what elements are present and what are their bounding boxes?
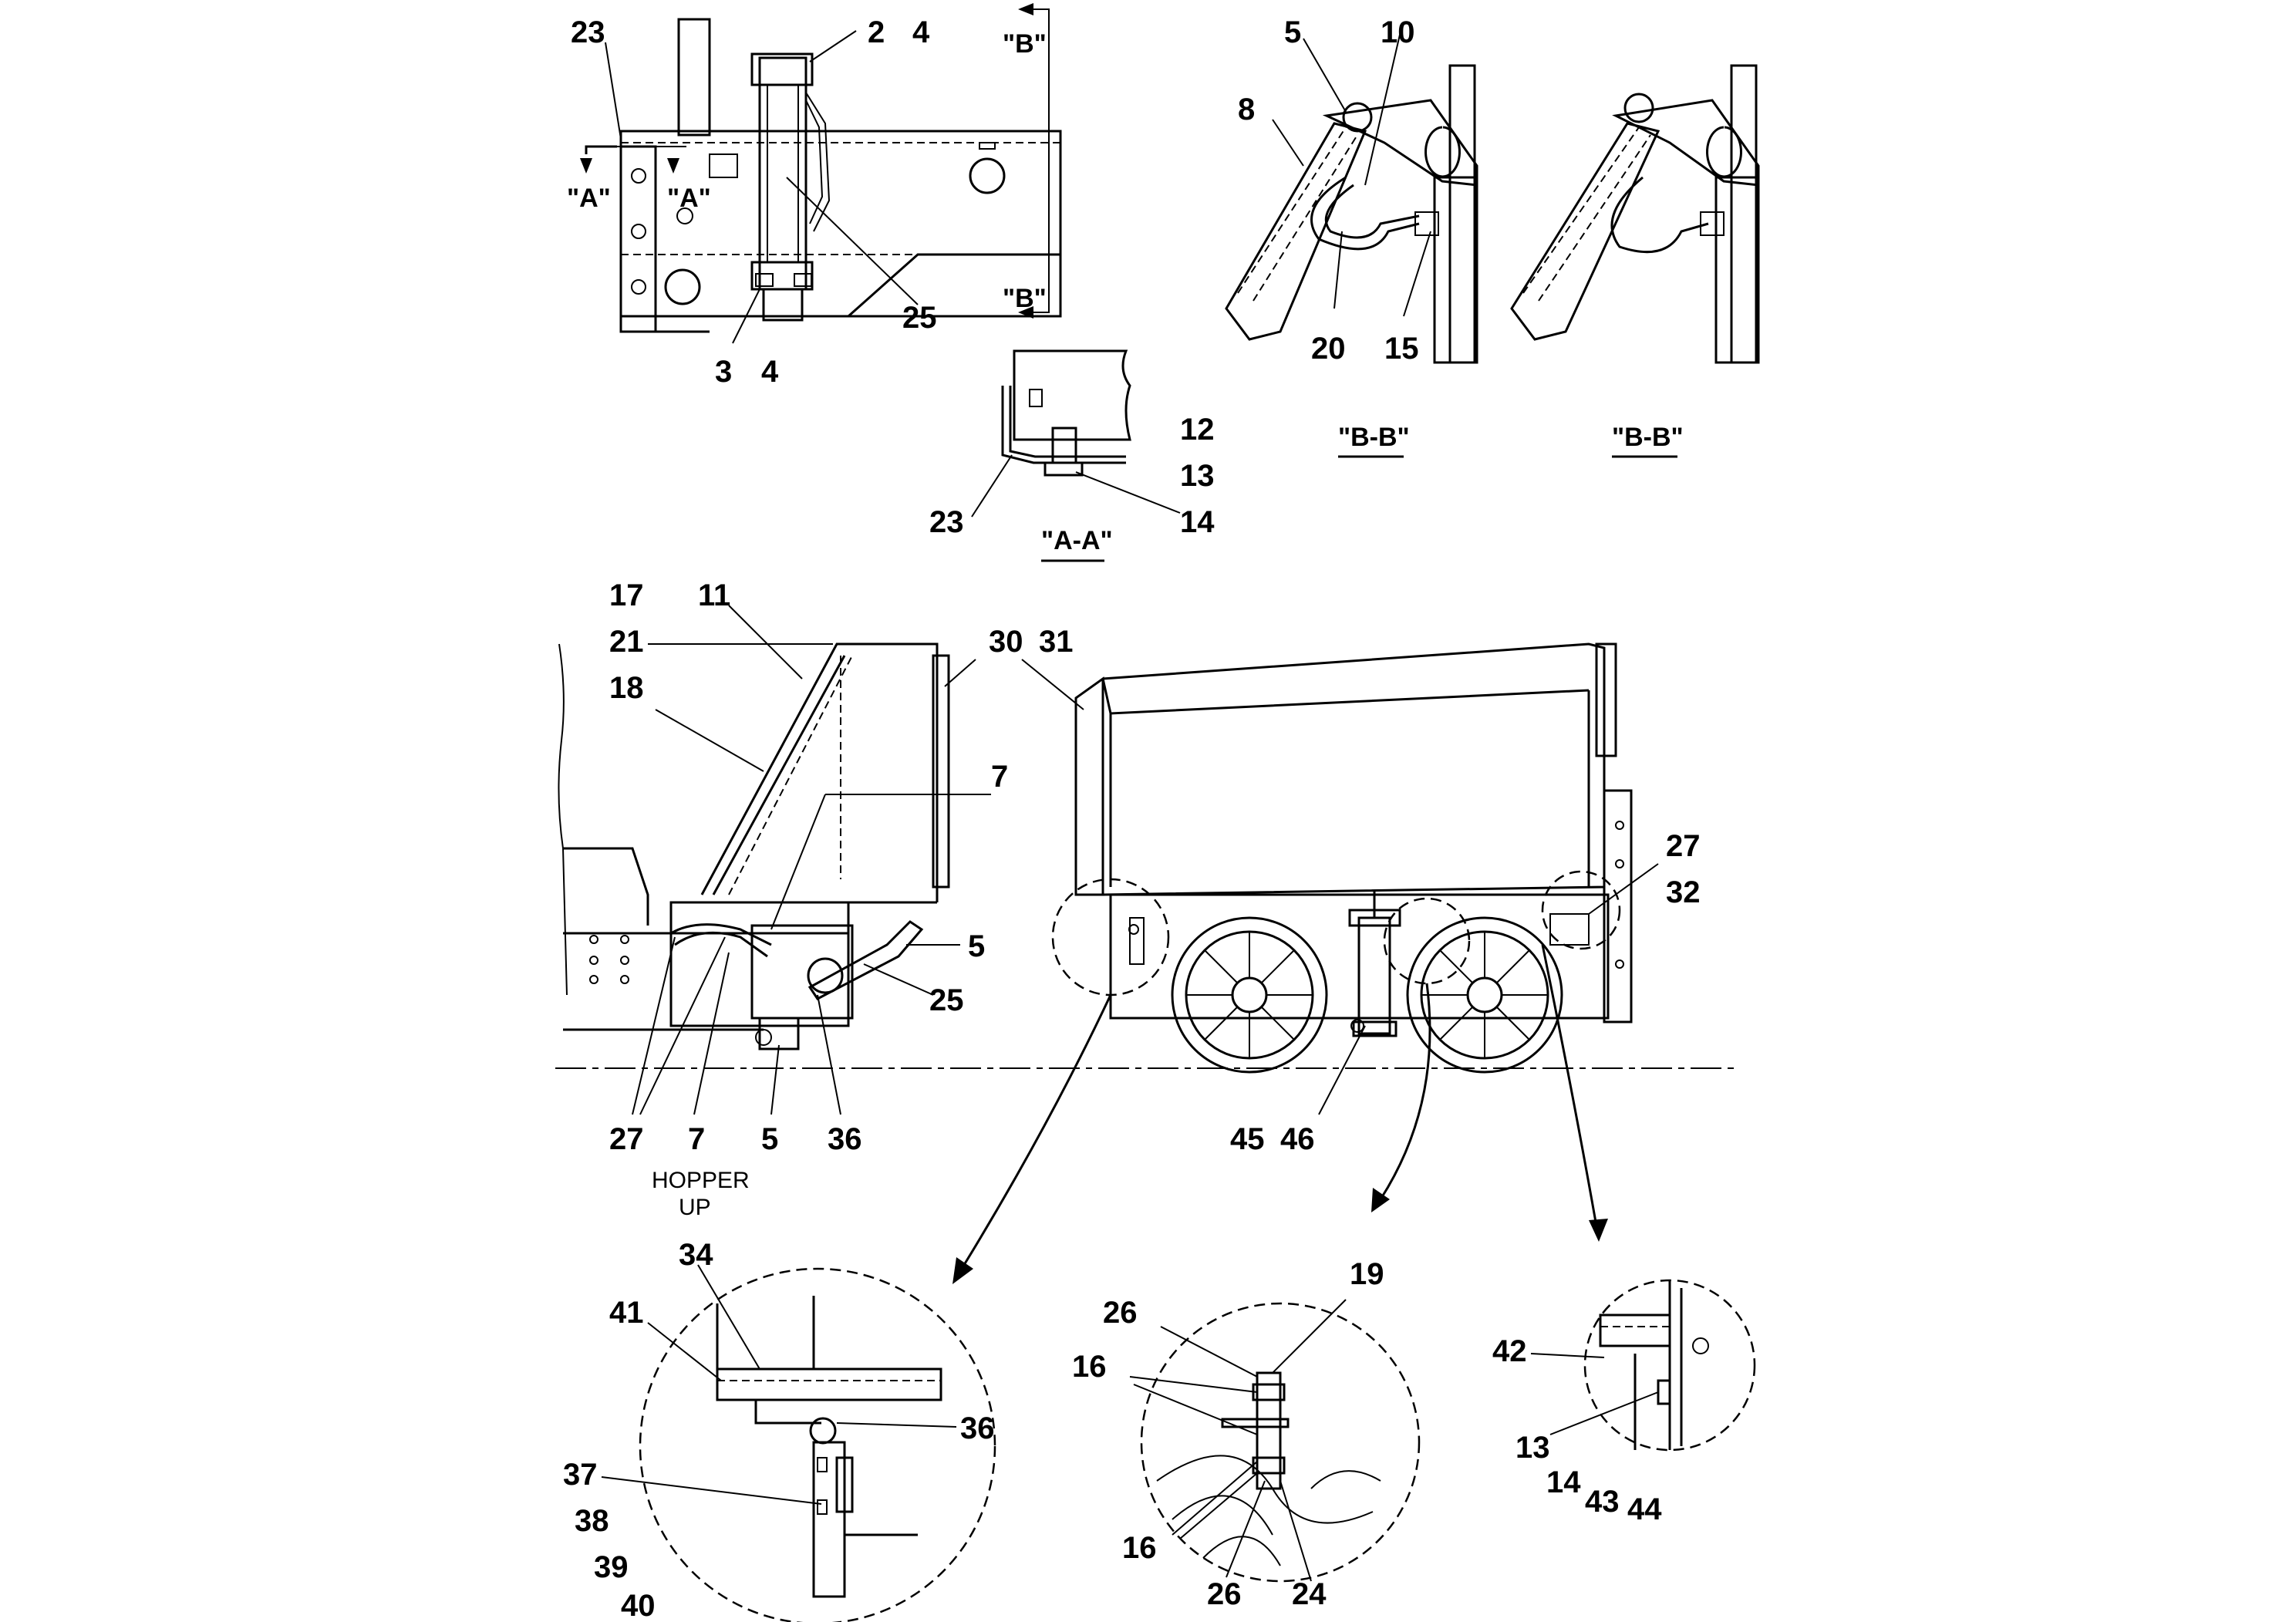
callout-2: 2	[868, 15, 885, 49]
section-mark-b: "B"	[1003, 29, 1047, 59]
callout-36: 36	[960, 1411, 995, 1445]
detail-view-center	[1129, 1299, 1421, 1583]
callout-25: 25	[929, 983, 964, 1017]
callout-5: 5	[1284, 15, 1301, 49]
callout-19: 19	[1350, 1257, 1384, 1291]
detail-view-right	[1530, 1279, 1756, 1452]
detail-view-left	[601, 1264, 996, 1622]
callout-31: 31	[1039, 625, 1074, 659]
section-a-a	[971, 349, 1181, 518]
section-b-b-left	[1225, 34, 1478, 364]
section-title-b-b: "B-B"	[1612, 423, 1684, 452]
callout-26: 26	[1207, 1577, 1242, 1611]
callout-12: 12	[1180, 413, 1215, 447]
callout-40: 40	[621, 1589, 656, 1622]
callout-42: 42	[1492, 1334, 1527, 1368]
callout-20: 20	[1311, 332, 1346, 366]
callout-14: 14	[1546, 1465, 1581, 1499]
callout-4: 4	[912, 15, 930, 49]
callout-3: 3	[715, 355, 732, 389]
machine-side-view	[952, 642, 1659, 1284]
hopper-up-note: UP	[679, 1195, 711, 1220]
callout-5: 5	[761, 1122, 778, 1156]
callout-11: 11	[698, 578, 730, 612]
callout-25: 25	[902, 301, 937, 335]
callout-14: 14	[1180, 505, 1215, 539]
callout-labels: 23 2 4 25 3 4 5 10 8 20 15 12 13 14 23 1…	[563, 15, 1701, 1622]
section-title-b-b: "B-B"	[1338, 423, 1410, 452]
callout-16: 16	[1122, 1531, 1157, 1565]
hopper-up-view	[558, 605, 991, 1115]
callout-16: 16	[1072, 1350, 1107, 1384]
callout-41: 41	[609, 1296, 644, 1330]
callout-45: 45	[1230, 1122, 1265, 1156]
callout-36: 36	[828, 1122, 862, 1156]
callout-8: 8	[1238, 93, 1255, 126]
callout-27: 27	[1666, 829, 1701, 863]
callout-18: 18	[609, 671, 644, 705]
callout-23: 23	[929, 505, 964, 539]
section-mark-b: "B"	[1003, 284, 1047, 313]
section-b-b-right	[1510, 64, 1760, 364]
callout-37: 37	[563, 1458, 598, 1492]
callout-46: 46	[1280, 1122, 1315, 1156]
callout-44: 44	[1627, 1492, 1662, 1526]
callout-21: 21	[609, 625, 644, 659]
callout-43: 43	[1585, 1485, 1620, 1519]
callout-5: 5	[968, 929, 985, 963]
hopper-up-note: HOPPER	[652, 1168, 750, 1193]
callout-27: 27	[609, 1122, 644, 1156]
callout-17: 17	[609, 578, 644, 612]
top-left-view	[580, 3, 1062, 344]
section-mark-a: "A"	[667, 184, 711, 213]
callout-23: 23	[571, 15, 605, 49]
callout-39: 39	[594, 1550, 629, 1584]
callout-7: 7	[688, 1122, 705, 1156]
callout-32: 32	[1666, 875, 1701, 909]
notes: HOPPER UP	[652, 1168, 750, 1220]
callout-24: 24	[1292, 1577, 1327, 1611]
section-mark-a: "A"	[567, 184, 611, 213]
callout-30: 30	[989, 625, 1023, 659]
callout-13: 13	[1180, 459, 1215, 493]
callout-10: 10	[1381, 15, 1415, 49]
callout-38: 38	[575, 1504, 609, 1538]
callout-4: 4	[761, 355, 779, 389]
callout-26: 26	[1103, 1296, 1138, 1330]
section-title-a-a: "A-A"	[1041, 526, 1113, 555]
callout-34: 34	[679, 1238, 713, 1272]
callout-15: 15	[1384, 332, 1419, 366]
section-labels: "A" "A" "B" "B" "B-B" "B-B" "A-A"	[567, 29, 1684, 562]
callout-13: 13	[1515, 1431, 1550, 1465]
callout-7: 7	[991, 760, 1008, 794]
